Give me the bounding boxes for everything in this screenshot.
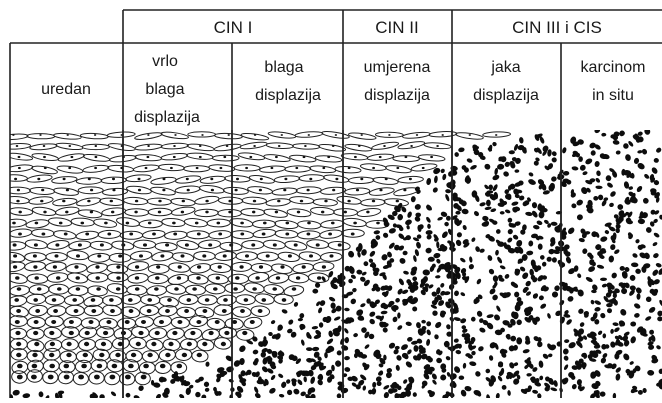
group-labels: CIN I CIN II CIN III i CIS (214, 18, 602, 37)
column-label-mild-line1: blaga (264, 59, 303, 76)
group-label-cin-3-cis: CIN III i CIS (512, 18, 602, 37)
epithelium-illustration (0, 127, 662, 403)
column-label-very-mild-line3: displazija (134, 109, 200, 126)
group-label-cin-2: CIN II (375, 18, 418, 37)
column-label-very-mild-line1: vrlo (152, 53, 178, 70)
group-label-cin-1: CIN I (214, 18, 253, 37)
column-label-moderate-line2: displazija (364, 87, 430, 104)
column-label-cis-line1: karcinom (581, 59, 646, 76)
column-label-normal: uredan (41, 81, 91, 98)
column-label-severe-line2: displazija (473, 87, 539, 104)
column-label-very-mild-line2: blaga (145, 81, 184, 98)
column-label-moderate-line1: umjerena (364, 59, 431, 76)
column-label-cis-line2: in situ (592, 87, 634, 104)
column-label-severe-line1: jaka (490, 59, 520, 76)
column-label-mild-line2: displazija (255, 87, 321, 104)
